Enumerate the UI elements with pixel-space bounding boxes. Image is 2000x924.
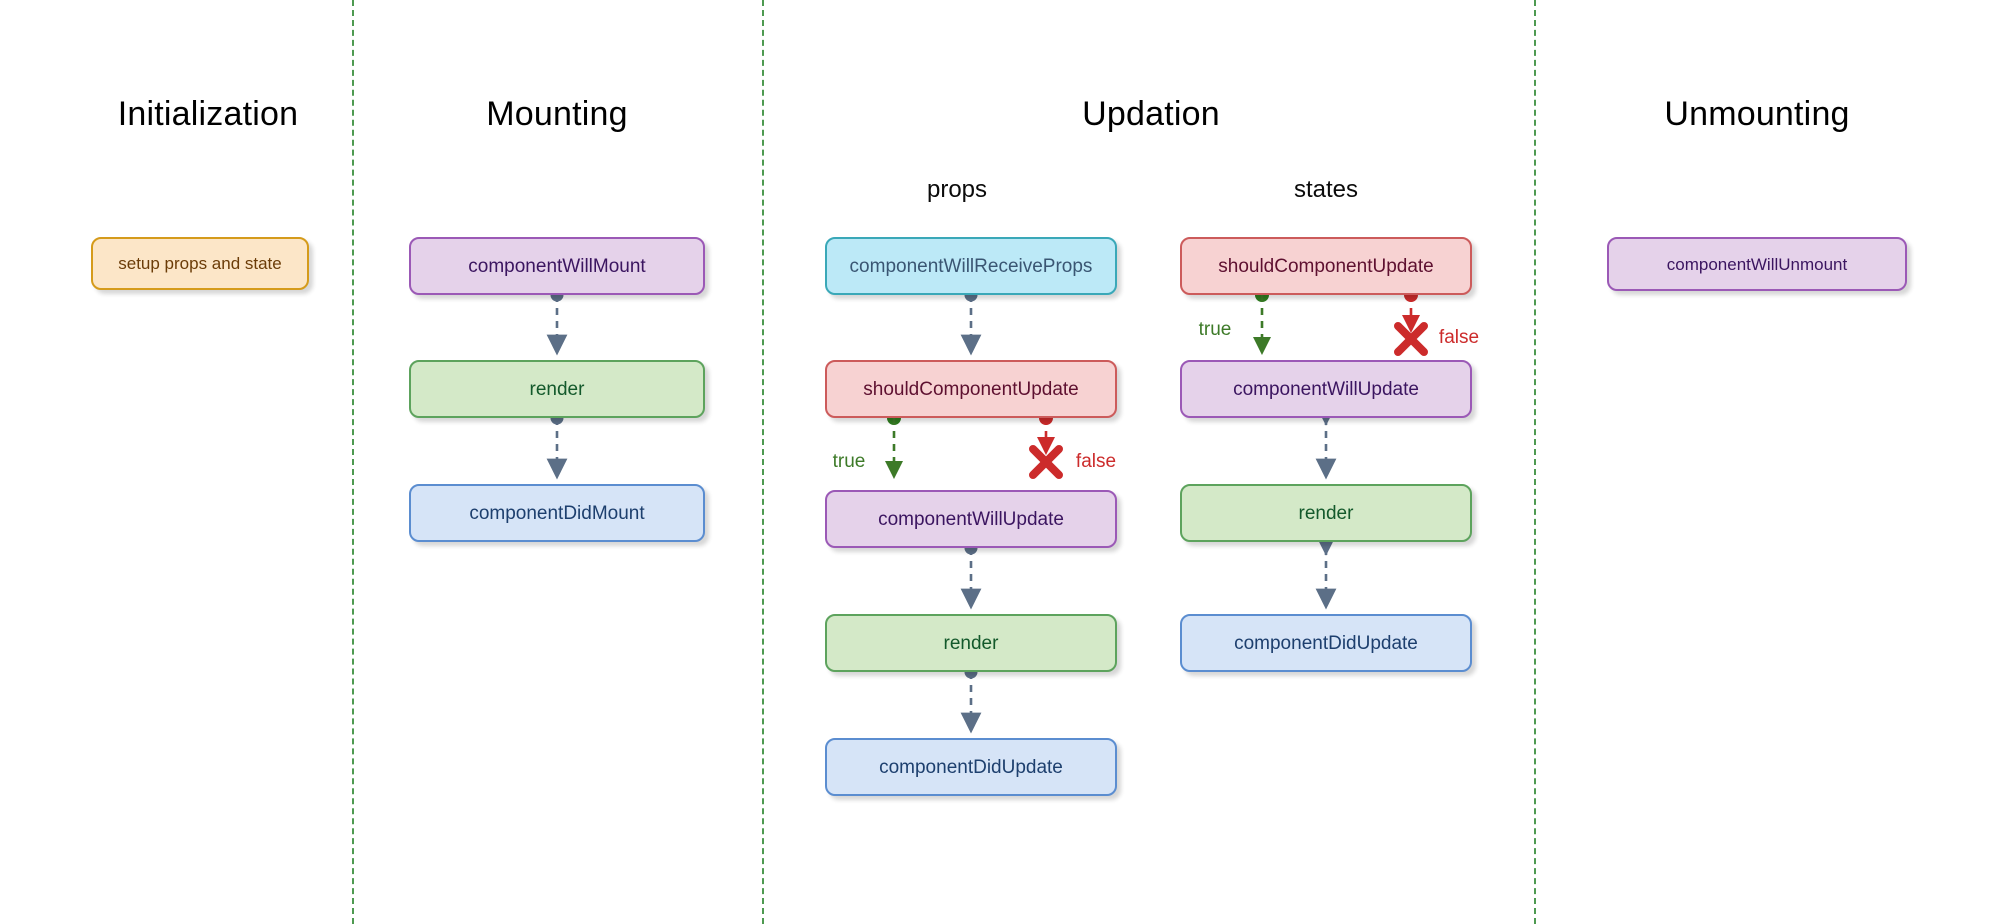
node-mounting-render[interactable]: render bbox=[409, 360, 705, 418]
link-mounting-willmount-render bbox=[546, 288, 568, 356]
node-setup-props-and-state[interactable]: setup props and state bbox=[91, 237, 309, 290]
node-component-will-receive-props[interactable]: componentWillReceiveProps bbox=[825, 237, 1117, 295]
node-props-component-will-update[interactable]: componentWillUpdate bbox=[825, 490, 1117, 548]
link-props-willupdate-render bbox=[960, 541, 982, 610]
node-props-render[interactable]: render bbox=[825, 614, 1117, 672]
link-props-shouldupdate-true bbox=[884, 411, 904, 480]
phase-title-mounting: Mounting bbox=[486, 95, 628, 133]
separator-initialization-mounting bbox=[352, 0, 354, 924]
branch-label-states-true: true bbox=[1198, 319, 1232, 340]
node-component-will-unmount[interactable]: componentWillUnmount bbox=[1607, 237, 1907, 291]
separator-updation-unmounting bbox=[1534, 0, 1536, 924]
link-states-shouldupdate-true bbox=[1252, 288, 1272, 356]
node-component-did-mount[interactable]: componentDidMount bbox=[409, 484, 705, 542]
link-props-render-didupdate bbox=[960, 665, 982, 734]
phase-title-updation: Updation bbox=[1082, 95, 1220, 133]
subtitle-props: props bbox=[926, 176, 988, 203]
false-x-icon-states bbox=[1394, 322, 1428, 356]
false-x-icon-props bbox=[1029, 445, 1063, 479]
node-component-will-mount[interactable]: componentWillMount bbox=[409, 237, 705, 295]
separator-mounting-updation bbox=[762, 0, 764, 924]
node-states-component-did-update[interactable]: componentDidUpdate bbox=[1180, 614, 1472, 672]
branch-label-props-true: true bbox=[832, 451, 866, 472]
node-states-should-component-update[interactable]: shouldComponentUpdate bbox=[1180, 237, 1472, 295]
link-mounting-render-didmount bbox=[546, 411, 568, 480]
link-props-shouldupdate-false bbox=[1029, 411, 1063, 479]
link-props-willreceiveprops-shouldupdate bbox=[960, 288, 982, 356]
phase-title-unmounting: Unmounting bbox=[1664, 95, 1850, 133]
link-states-shouldupdate-false bbox=[1394, 288, 1428, 356]
node-states-component-will-update[interactable]: componentWillUpdate bbox=[1180, 360, 1472, 418]
phase-title-initialization: Initialization bbox=[117, 95, 299, 133]
branch-label-props-false: false bbox=[1075, 451, 1117, 472]
subtitle-states: states bbox=[1293, 176, 1359, 203]
node-props-component-did-update[interactable]: componentDidUpdate bbox=[825, 738, 1117, 796]
node-props-should-component-update[interactable]: shouldComponentUpdate bbox=[825, 360, 1117, 418]
branch-label-states-false: false bbox=[1438, 327, 1480, 348]
node-states-render[interactable]: render bbox=[1180, 484, 1472, 542]
